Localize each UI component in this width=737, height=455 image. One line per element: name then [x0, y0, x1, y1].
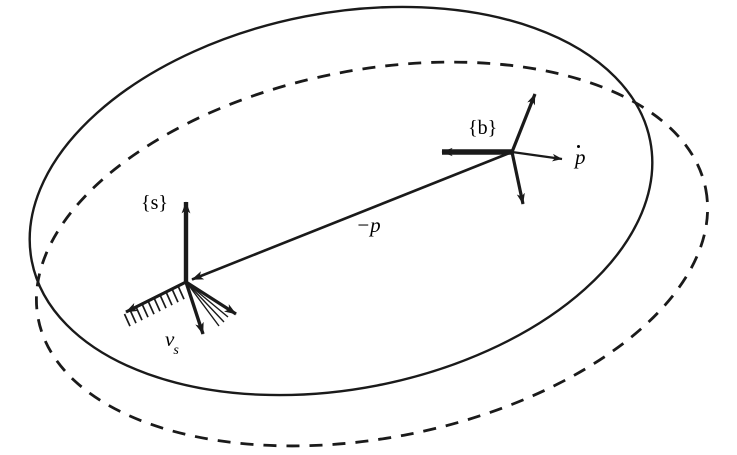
b-axis-pdot — [511, 150, 563, 162]
neg-p-label: −p — [356, 213, 381, 237]
s-axis-right — [185, 280, 237, 316]
body-frame-group — [441, 93, 563, 205]
p-dot-glyph: p — [575, 145, 586, 169]
b-axis-upright — [510, 93, 537, 153]
solid-body-ellipse — [28, 5, 654, 397]
p-dot-label: p — [575, 145, 586, 169]
body-frame-label: {b} — [468, 117, 498, 139]
b-axis-down — [510, 151, 525, 205]
s-velocity-arrow — [184, 281, 205, 335]
spatial-velocity-label: vs — [165, 327, 180, 359]
s-axis-left — [125, 280, 187, 314]
neg-p-vector — [191, 150, 513, 281]
derivative-dot-icon — [577, 145, 581, 148]
vs-base: v — [165, 327, 175, 351]
dashed-body-ellipse — [35, 60, 709, 448]
vs-subscript: s — [173, 343, 179, 359]
space-frame-group — [123, 201, 237, 335]
pdot-base: p — [575, 145, 586, 169]
space-frame-label: {s} — [141, 192, 168, 214]
